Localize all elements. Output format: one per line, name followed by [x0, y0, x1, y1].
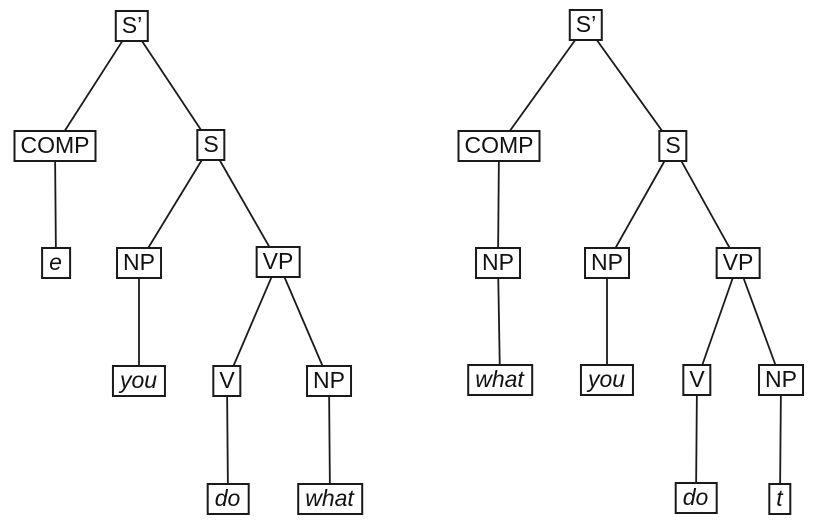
right-tree-edge-np-comp-what	[497, 262, 501, 381]
right-tree-edge-s-bar-s	[585, 24, 674, 147]
left-tree-edge-vp-v	[226, 261, 279, 382]
left-tree-node-np-object: NP	[306, 365, 352, 397]
right-tree-node-comp: COMP	[457, 130, 541, 162]
right-tree-node-you: you	[579, 364, 635, 396]
right-tree-node-vp: VP	[715, 247, 761, 279]
right-tree-edge-v-do	[695, 379, 698, 499]
right-tree-node-v: V	[682, 364, 712, 396]
left-tree-edge-s-bar-s	[131, 25, 212, 146]
left-tree-node-comp: COMP	[13, 130, 97, 162]
right-tree-node-s: S	[658, 130, 688, 162]
right-tree-edge-s-np-subject	[606, 145, 674, 264]
right-tree-node-np-subject: NP	[584, 247, 630, 279]
right-tree-edge-comp-np-comp	[497, 145, 500, 264]
left-tree-edge-s-np-subject	[138, 144, 212, 264]
left-tree-edge-s-vp	[210, 144, 279, 263]
right-tree-node-np-object: NP	[758, 364, 804, 396]
left-tree-node-vp: VP	[255, 246, 301, 278]
right-tree-node-np-comp: NP	[475, 247, 521, 279]
left-tree-node-e: e	[41, 247, 71, 279]
left-tree-node-s: S	[196, 129, 226, 161]
left-tree-node-what: what	[297, 483, 363, 515]
left-tree-edge-vp-np-object	[277, 261, 330, 382]
left-tree-edge-v-do	[226, 380, 229, 500]
right-tree-node-do: do	[674, 482, 718, 514]
left-tree-edge-np-object-what	[328, 380, 331, 500]
left-tree-edge-s-bar-comp	[54, 25, 133, 147]
right-tree-edge-vp-np-object	[737, 262, 782, 381]
right-tree-edge-np-object-t	[779, 379, 782, 500]
right-tree-edge-vp-v	[696, 262, 739, 381]
right-tree-node-s-bar: S’	[568, 9, 604, 41]
right-tree-edge-s-bar-comp	[498, 24, 587, 147]
right-tree-edge-s-vp	[672, 145, 739, 264]
left-tree-node-v: V	[212, 365, 242, 397]
left-tree-node-np-subject: NP	[116, 247, 162, 279]
right-tree-node-t: t	[768, 483, 792, 515]
left-tree-edge-comp-e	[54, 145, 57, 264]
left-tree-node-do: do	[206, 483, 250, 515]
left-tree-node-s-bar: S’	[114, 10, 150, 42]
left-tree-node-you: you	[111, 365, 167, 397]
right-tree-node-what: what	[467, 364, 533, 396]
